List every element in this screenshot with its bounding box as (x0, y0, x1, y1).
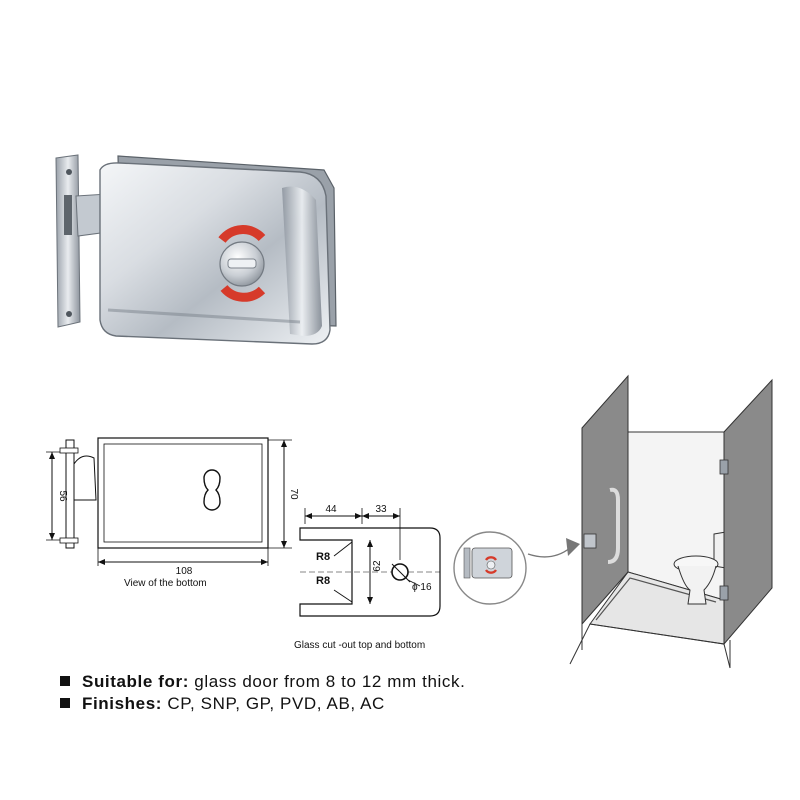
dim-height-label: 70 (288, 488, 299, 500)
cut-hole-label: ϕ 16 (412, 582, 432, 593)
cut-height-label: 62 (372, 560, 383, 572)
cut-caption: Glass cut -out top and bottom (294, 640, 425, 651)
cut-radius-bottom-label: R8 (316, 575, 330, 587)
cut-dim-right-label: 33 (375, 504, 387, 515)
bullet-square-icon (60, 676, 70, 686)
dim-length-label: 108 (176, 566, 193, 577)
spec-finishes-value: CP, SNP, GP, PVD, AB, AC (162, 694, 385, 713)
spec-suitable-row: Suitable for: glass door from 8 to 12 mm… (60, 672, 465, 692)
bottom-view-caption: View of the bottom (124, 578, 207, 589)
spec-suitable-label: Suitable for: (82, 672, 189, 691)
spec-suitable-value: glass door from 8 to 12 mm thick. (188, 672, 466, 691)
cut-dim-left-label: 44 (325, 504, 337, 515)
spec-finishes-label: Finishes: (82, 694, 163, 713)
cut-radius-top-label: R8 (316, 551, 330, 563)
bullet-square-icon (60, 698, 70, 708)
spec-finishes-row: Finishes: CP, SNP, GP, PVD, AB, AC (60, 694, 385, 714)
dim-plate-label: 56 (57, 490, 68, 502)
